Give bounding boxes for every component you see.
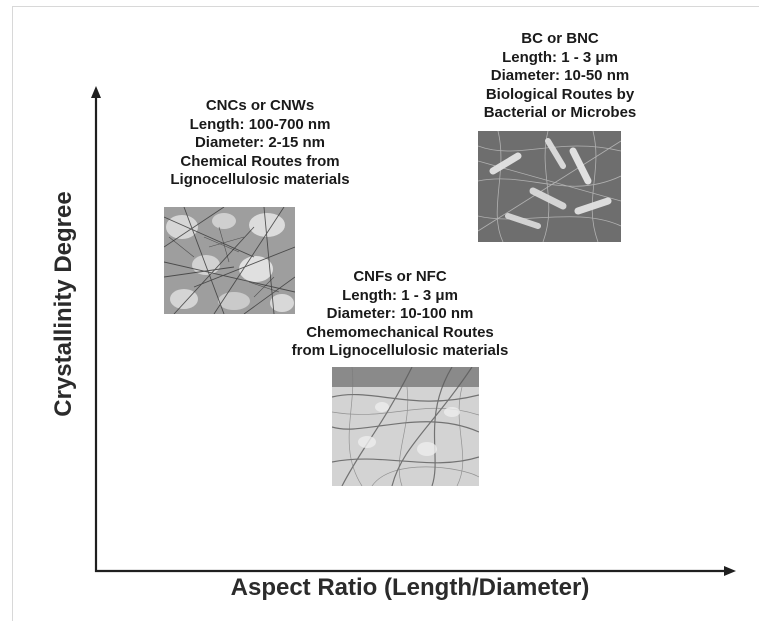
bc-diameter: Diameter: 10-50 nm — [490, 67, 630, 84]
cnf-length: Length: 1 - 3 μm — [342, 286, 458, 304]
cnf-micrograph — [332, 367, 479, 486]
bc-name: BC or BNC — [521, 30, 599, 47]
bc-route-line-1: Biological Routes by — [485, 85, 635, 103]
cnc-route-line-2: Lignocellulosic materials — [170, 171, 350, 188]
x-axis-arrowhead — [724, 566, 736, 576]
cnf-name: CNFs or NFC — [353, 268, 447, 285]
cnc-name: CNCs or CNWs — [205, 97, 315, 114]
cnc-micrograph — [164, 207, 295, 314]
cnf-diameter: Diameter: 10-100 nm — [326, 305, 474, 322]
cnc-route-line-1: Chemical Routes from — [180, 152, 340, 170]
cnc-diameter: Diameter: 2-15 nm — [194, 134, 326, 151]
bc-route-line-2: Bacterial or Microbes — [483, 104, 637, 121]
bc-micrograph — [478, 131, 621, 242]
cnc-description: CNCs or CNWs Length: 100-700 nm Diameter… — [150, 97, 370, 190]
cnc-length: Length: 100-700 nm — [189, 115, 331, 133]
cnf-route-line-1: Chemomechanical Routes — [306, 323, 494, 341]
x-axis-label: Aspect Ratio (Length/Diameter) — [230, 574, 590, 601]
bc-description: BC or BNC Length: 1 - 3 μm Diameter: 10-… — [445, 30, 675, 123]
y-axis-arrowhead — [91, 86, 101, 98]
bc-length: Length: 1 - 3 μm — [502, 48, 618, 66]
y-axis-label: Crystallinity Degree — [50, 191, 77, 417]
cnf-route-line-2: from Lignocellulosic materials — [291, 342, 509, 359]
cnf-description: CNFs or NFC Length: 1 - 3 μm Diameter: 1… — [260, 268, 540, 361]
figure-frame — [12, 6, 759, 621]
